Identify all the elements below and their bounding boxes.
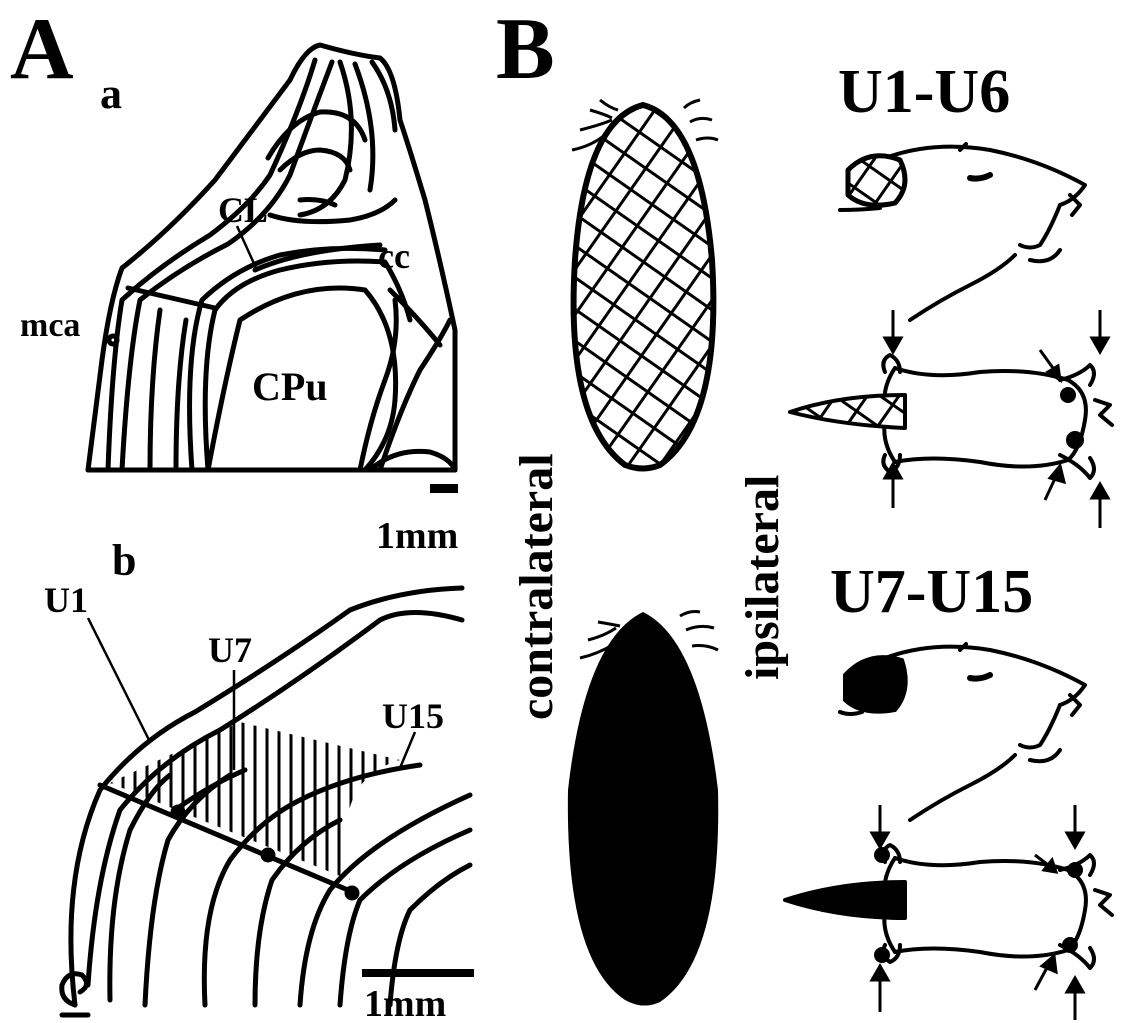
label-u15-leader: [400, 732, 415, 768]
label-u7: U7: [208, 630, 252, 670]
scale-bar-a: [430, 484, 458, 493]
arrows-rat-u1-u6: [885, 310, 1108, 528]
label-cpu: CPu: [252, 364, 328, 409]
panel-a-letter: A: [10, 1, 74, 98]
group-title-u1-u6: U1-U6: [838, 58, 1010, 126]
rat-figure-u1-u6: [790, 144, 1112, 478]
solid-lesion-oval: [568, 612, 718, 1006]
panel-b-letter: B: [496, 1, 555, 98]
label-cc: cc: [378, 236, 410, 276]
scale-bar-b: [362, 969, 474, 977]
rat-figure-u7-u15: [785, 644, 1112, 968]
group-title-u7-u15: U7-U15: [830, 558, 1033, 626]
subpanel-b-letter: b: [112, 536, 136, 585]
subpanel-a-letter: a: [100, 69, 122, 118]
label-cl: CL: [218, 190, 268, 230]
label-u1-leader: [88, 618, 150, 742]
mesh-lesion-oval: [572, 100, 718, 469]
scale-bar-a-label: 1mm: [376, 515, 458, 557]
label-u1: U1: [44, 580, 88, 620]
contralateral-label: contralateral: [510, 453, 563, 720]
scale-bar-b-label: 1mm: [364, 983, 446, 1023]
magnified-cortex-drawing: [62, 588, 470, 1015]
label-mca: mca: [20, 307, 80, 344]
label-u15: U15: [382, 696, 444, 736]
ipsilateral-label: ipsilateral: [736, 475, 789, 680]
